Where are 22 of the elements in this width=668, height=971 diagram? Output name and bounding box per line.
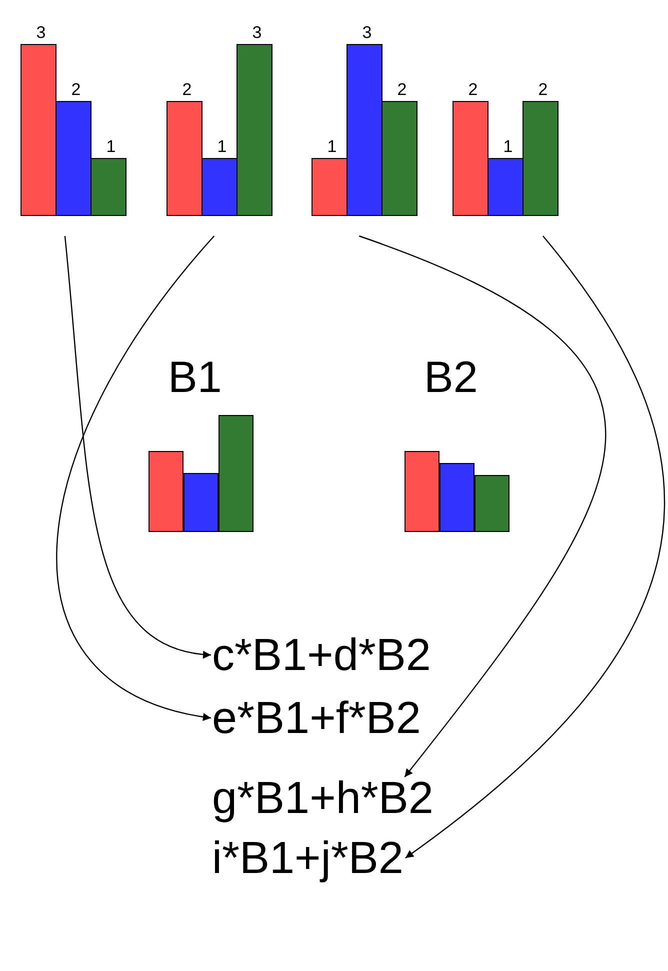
formula: e*B1+f*B2 [212,693,421,743]
value-label: 2 [396,81,408,99]
value-label: 2 [181,81,193,99]
arrow [358,235,606,778]
formula: c*B1+d*B2 [212,630,431,680]
formula: i*B1+j*B2 [212,833,404,883]
value-label: 2 [70,81,82,99]
value-label: 3 [35,24,47,42]
arrow [64,236,212,658]
value-label: 2 [467,81,479,99]
value-label: 1 [105,138,117,156]
value-label: 1 [326,138,338,156]
arrow [405,236,666,858]
value-label: 3 [361,24,373,42]
value-label: 1 [216,138,228,156]
value-label: 1 [502,138,514,156]
value-label: 3 [251,24,263,42]
basis-label: B1 [168,354,222,402]
basis-label: B2 [424,354,478,402]
value-label: 2 [537,81,549,99]
formula: g*B1+h*B2 [212,773,434,823]
arrow [56,236,215,720]
